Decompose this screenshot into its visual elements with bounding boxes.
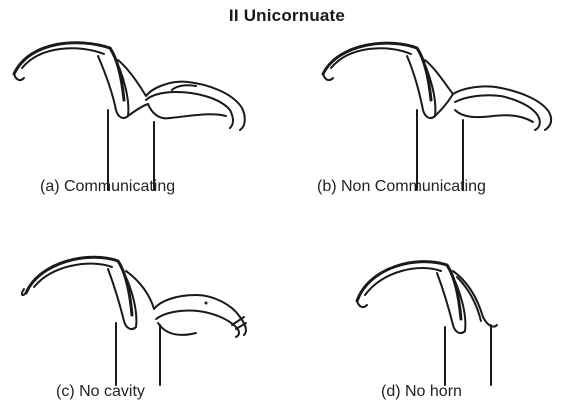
uterus-no-cavity-drawing: [0, 225, 287, 403]
panel-non-communicating: (b) Non Communicating: [287, 30, 574, 225]
caption-non-communicating: (b) Non Communicating: [317, 178, 486, 196]
panel-no-cavity: (c) No cavity: [0, 225, 287, 420]
figure-title: II Unicornuate: [0, 6, 574, 26]
caption-no-horn: (d) No horn: [381, 383, 462, 401]
panel-communicating: (a) Communicating: [0, 30, 287, 225]
caption-communicating: (a) Communicating: [40, 178, 175, 196]
panel-no-horn: (d) No horn: [287, 225, 574, 420]
uterus-no-horn-drawing: [287, 225, 574, 403]
caption-no-cavity: (c) No cavity: [56, 383, 145, 401]
